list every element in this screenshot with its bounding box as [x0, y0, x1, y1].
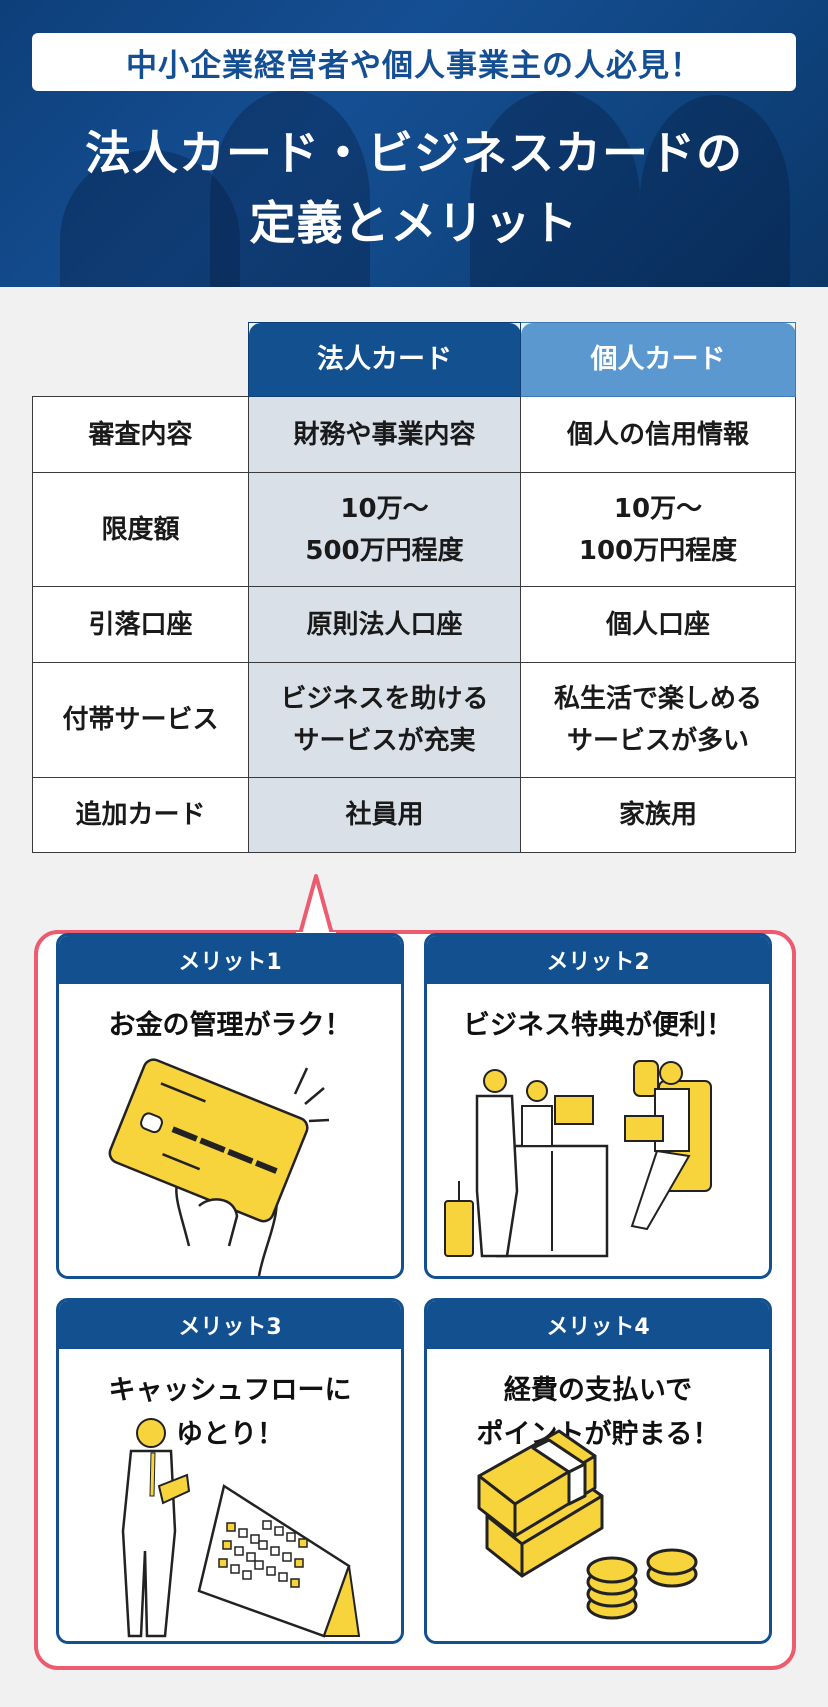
table-row: 引落口座 原則法人口座 個人口座 — [32, 586, 796, 663]
credit-card-in-hand-icon — [108, 1058, 330, 1276]
title-line-1: 法人カード・ビジネスカードの — [85, 126, 743, 180]
cell-line: 500万円程度 — [305, 535, 464, 566]
cell-line: ビジネスを助ける — [280, 684, 489, 714]
merit-title-line: お金の管理がラク！ — [108, 1010, 352, 1041]
cell-line: 10万～ — [613, 493, 703, 524]
merit-label: メリット1 — [59, 936, 401, 984]
merit-label: メリット3 — [59, 1301, 401, 1349]
table-row: 審査内容 財務や事業内容 個人の信用情報 — [32, 396, 796, 473]
row-label: 追加カード — [32, 777, 249, 853]
hero-banner: 中小企業経営者や個人事業主の人必見！ 法人カード・ビジネスカードの 定義とメリッ… — [0, 0, 828, 287]
page-title: 法人カード・ビジネスカードの 定義とメリット — [0, 118, 828, 258]
merit-title: ビジネス特典が便利！ — [427, 1004, 769, 1048]
subtitle-text: 中小企業経営者や個人事業主の人必見！ — [126, 47, 702, 84]
cell-line: 10万～ — [340, 493, 429, 524]
personal-cell: 家族用 — [520, 777, 796, 853]
speech-pointer-icon — [296, 874, 336, 934]
merit-card-3: メリット3 キャッシュフローに ゆとり！ — [56, 1298, 404, 1644]
merit-title-line: ゆとり！ — [176, 1419, 284, 1450]
corporate-cell: 10万～ 500万円程度 — [248, 472, 521, 587]
title-line-2: 定義とメリット — [249, 196, 579, 250]
column-header-corporate-card: 法人カード — [248, 322, 521, 397]
merit-title-line: ポイントが貯まる！ — [476, 1419, 720, 1450]
merit-title: キャッシュフローに ゆとり！ — [59, 1369, 401, 1457]
cell-line: サービスが充実 — [293, 726, 476, 756]
cell-line: 私生活で楽しめる — [553, 684, 762, 714]
merit-card-1: メリット1 お金の管理がラク！ — [56, 933, 404, 1279]
corporate-cell: 財務や事業内容 — [248, 396, 521, 473]
personal-cell: 私生活で楽しめる サービスが多い — [520, 662, 796, 778]
corporate-cell: ビジネスを助ける サービスが充実 — [248, 662, 521, 778]
cell-line: 100万円程度 — [578, 535, 738, 566]
table-row: 追加カード 社員用 家族用 — [32, 777, 796, 853]
merit-label: メリット4 — [427, 1301, 769, 1349]
column-header-personal-card: 個人カード — [520, 322, 796, 397]
row-label: 限度額 — [32, 472, 249, 587]
table-row: 限度額 10万～ 500万円程度 10万～ 100万円程度 — [32, 472, 796, 587]
merit-title-line: ビジネス特典が便利！ — [463, 1010, 733, 1041]
merit-title: 経費の支払いで ポイントが貯まる！ — [427, 1369, 769, 1457]
row-label: 付帯サービス — [32, 662, 249, 778]
merit-card-4: メリット4 経費の支払いで ポイントが貯まる！ — [424, 1298, 772, 1644]
personal-cell: 個人口座 — [520, 586, 796, 663]
subtitle-banner: 中小企業経営者や個人事業主の人必見！ — [32, 33, 796, 91]
businessman-with-calendar-icon — [121, 1418, 361, 1638]
merit-title: お金の管理がラク！ — [59, 1004, 401, 1048]
cell-line: サービスが多い — [566, 726, 749, 756]
table-corner — [33, 323, 249, 397]
row-label: 引落口座 — [32, 586, 249, 663]
merit-label: メリット2 — [427, 936, 769, 984]
airport-lounge-and-business-seat-icon — [444, 1060, 712, 1258]
row-label: 審査内容 — [32, 396, 249, 473]
merit-title-line: 経費の支払いで — [503, 1375, 693, 1406]
corporate-cell: 原則法人口座 — [248, 586, 521, 663]
merit-title-line: キャッシュフローに — [108, 1375, 352, 1406]
corporate-cell: 社員用 — [248, 777, 521, 853]
personal-cell: 個人の信用情報 — [520, 396, 796, 473]
table-row: 付帯サービス ビジネスを助ける サービスが充実 私生活で楽しめる サービスが多い — [32, 662, 796, 778]
personal-cell: 10万～ 100万円程度 — [520, 472, 796, 587]
comparison-table: 法人カード 個人カード 審査内容 財務や事業内容 個人の信用情報 限度額 10万… — [32, 322, 796, 853]
stacked-bills-and-coins-icon — [477, 1429, 698, 1620]
merit-card-2: メリット2 ビジネス特典が便利！ — [424, 933, 772, 1279]
